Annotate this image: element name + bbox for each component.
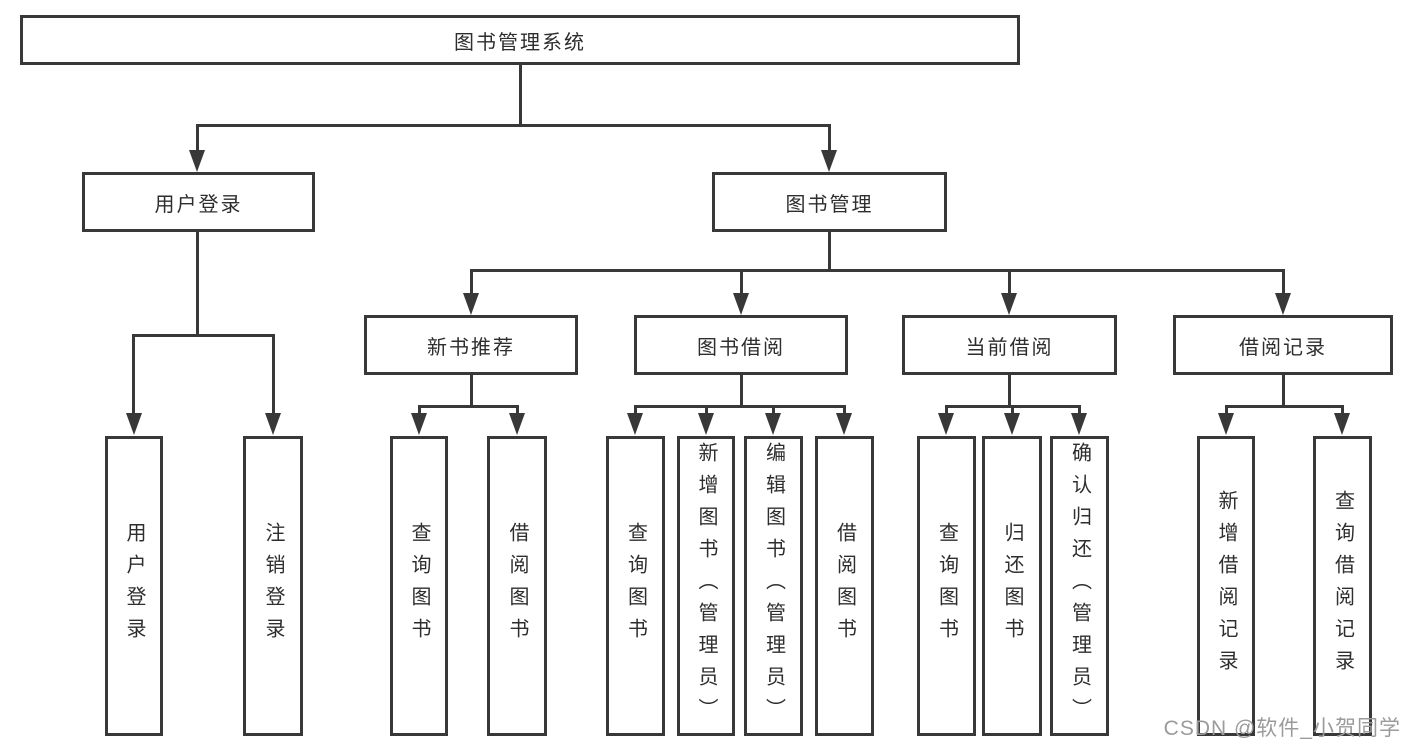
node-borrow-books: 借阅图书 bbox=[815, 436, 874, 736]
arrowhead-down-icon bbox=[733, 293, 749, 315]
node-label: 借阅图书 bbox=[833, 522, 856, 650]
node-query-books-borrowing: 查询图书 bbox=[606, 436, 665, 736]
connector-borrowing-records-rail bbox=[1225, 405, 1343, 408]
node-label: 归还图书 bbox=[1001, 522, 1023, 650]
arrowhead-down-icon bbox=[126, 413, 142, 435]
node-label: 当前借阅 bbox=[965, 336, 1054, 359]
node-add-books-admin: 新增图书（管理员） bbox=[677, 436, 735, 736]
node-label: 借阅记录 bbox=[1239, 336, 1327, 359]
connector-drop bbox=[1225, 405, 1228, 415]
node-borrowing-records: 借阅记录 bbox=[1173, 315, 1393, 375]
connector-drop bbox=[1008, 269, 1011, 295]
connector-new-book-rail bbox=[418, 405, 518, 408]
connector-current-borrowing-stem bbox=[1008, 374, 1011, 407]
connector-drop bbox=[945, 405, 948, 415]
node-library-management-system: 图书管理系统 bbox=[20, 15, 1020, 65]
node-return-books: 归还图书 bbox=[982, 436, 1042, 736]
connector-new-book-stem bbox=[470, 374, 473, 407]
connector-book-management-rail bbox=[470, 269, 1284, 272]
node-label: 查询借阅记录 bbox=[1331, 490, 1354, 682]
node-label: 查询图书 bbox=[408, 522, 430, 650]
connector-drop bbox=[705, 405, 708, 415]
node-label: 用户登录 bbox=[123, 522, 145, 650]
arrowhead-down-icon bbox=[698, 413, 714, 435]
arrowhead-down-icon bbox=[189, 150, 205, 172]
node-label: 新增图书（管理员） bbox=[695, 442, 717, 730]
node-current-borrowing: 当前借阅 bbox=[902, 315, 1117, 375]
connector-root-rail bbox=[196, 124, 831, 127]
node-user-login: 用户登录 bbox=[82, 172, 315, 232]
connector-drop bbox=[772, 405, 775, 415]
connector-drop bbox=[516, 405, 519, 415]
node-book-management: 图书管理 bbox=[712, 172, 947, 232]
arrowhead-down-icon bbox=[821, 150, 837, 172]
arrowhead-down-icon bbox=[1001, 293, 1017, 315]
arrowhead-down-icon bbox=[265, 413, 281, 435]
connector-borrowing-records-stem bbox=[1282, 374, 1285, 407]
connector-drop bbox=[634, 405, 637, 415]
node-user-login-leaf: 用户登录 bbox=[105, 436, 163, 736]
node-query-books-current: 查询图书 bbox=[917, 436, 976, 736]
node-label: 确认归还（管理员） bbox=[1068, 442, 1091, 730]
node-borrow-books-recommend: 借阅图书 bbox=[487, 436, 547, 736]
node-label: 查询图书 bbox=[624, 522, 647, 650]
arrowhead-down-icon bbox=[765, 413, 781, 435]
node-label: 图书管理系统 bbox=[454, 31, 586, 54]
connector-book-borrowing-stem bbox=[740, 374, 743, 407]
node-label: 编辑图书（管理员） bbox=[762, 442, 785, 730]
node-confirm-return-admin: 确认归还（管理员） bbox=[1050, 436, 1109, 736]
connector-drop bbox=[1341, 405, 1344, 415]
connector-drop bbox=[1011, 405, 1014, 415]
node-label: 查询图书 bbox=[935, 522, 958, 650]
connector-drop bbox=[272, 334, 275, 415]
arrowhead-down-icon bbox=[1218, 413, 1234, 435]
node-label: 图书管理 bbox=[785, 193, 874, 216]
arrowhead-down-icon bbox=[1334, 413, 1350, 435]
arrowhead-down-icon bbox=[509, 413, 525, 435]
node-new-book-recommendation: 新书推荐 bbox=[364, 315, 578, 375]
node-edit-books-admin: 编辑图书（管理员） bbox=[744, 436, 803, 736]
connector-drop-book-management bbox=[828, 124, 831, 152]
node-label: 借阅图书 bbox=[506, 522, 528, 650]
connector-book-borrowing-rail bbox=[634, 405, 845, 408]
arrowhead-down-icon bbox=[836, 413, 852, 435]
connector-drop-user-login bbox=[196, 124, 199, 152]
arrowhead-down-icon bbox=[627, 413, 643, 435]
connector-book-management-stem bbox=[828, 231, 831, 271]
node-add-borrow-record: 新增借阅记录 bbox=[1197, 436, 1255, 736]
node-label: 注销登录 bbox=[262, 522, 284, 650]
connector-drop bbox=[740, 269, 743, 295]
connector-drop bbox=[470, 269, 473, 295]
node-label: 图书借阅 bbox=[697, 336, 785, 359]
node-label: 新增借阅记录 bbox=[1215, 490, 1237, 682]
arrowhead-down-icon bbox=[1071, 413, 1087, 435]
arrowhead-down-icon bbox=[938, 413, 954, 435]
csdn-watermark: CSDN @软件_小贺同学 bbox=[1163, 717, 1401, 740]
node-query-borrow-record: 查询借阅记录 bbox=[1313, 436, 1372, 736]
arrowhead-down-icon bbox=[463, 293, 479, 315]
connector-drop bbox=[132, 334, 135, 415]
arrowhead-down-icon bbox=[411, 413, 427, 435]
node-label: 用户登录 bbox=[154, 193, 243, 216]
node-book-borrowing: 图书借阅 bbox=[634, 315, 848, 375]
node-logout: 注销登录 bbox=[243, 436, 303, 736]
connector-drop bbox=[1282, 269, 1285, 295]
node-query-books-recommend: 查询图书 bbox=[390, 436, 448, 736]
connector-drop bbox=[1078, 405, 1081, 415]
arrowhead-down-icon bbox=[1004, 413, 1020, 435]
connector-user-login-stem bbox=[196, 231, 199, 336]
connector-drop bbox=[418, 405, 421, 415]
connector-user-login-rail bbox=[132, 334, 275, 337]
node-label: 新书推荐 bbox=[427, 336, 515, 359]
connector-root-stem bbox=[519, 64, 522, 125]
arrowhead-down-icon bbox=[1275, 293, 1291, 315]
connector-drop bbox=[843, 405, 846, 415]
